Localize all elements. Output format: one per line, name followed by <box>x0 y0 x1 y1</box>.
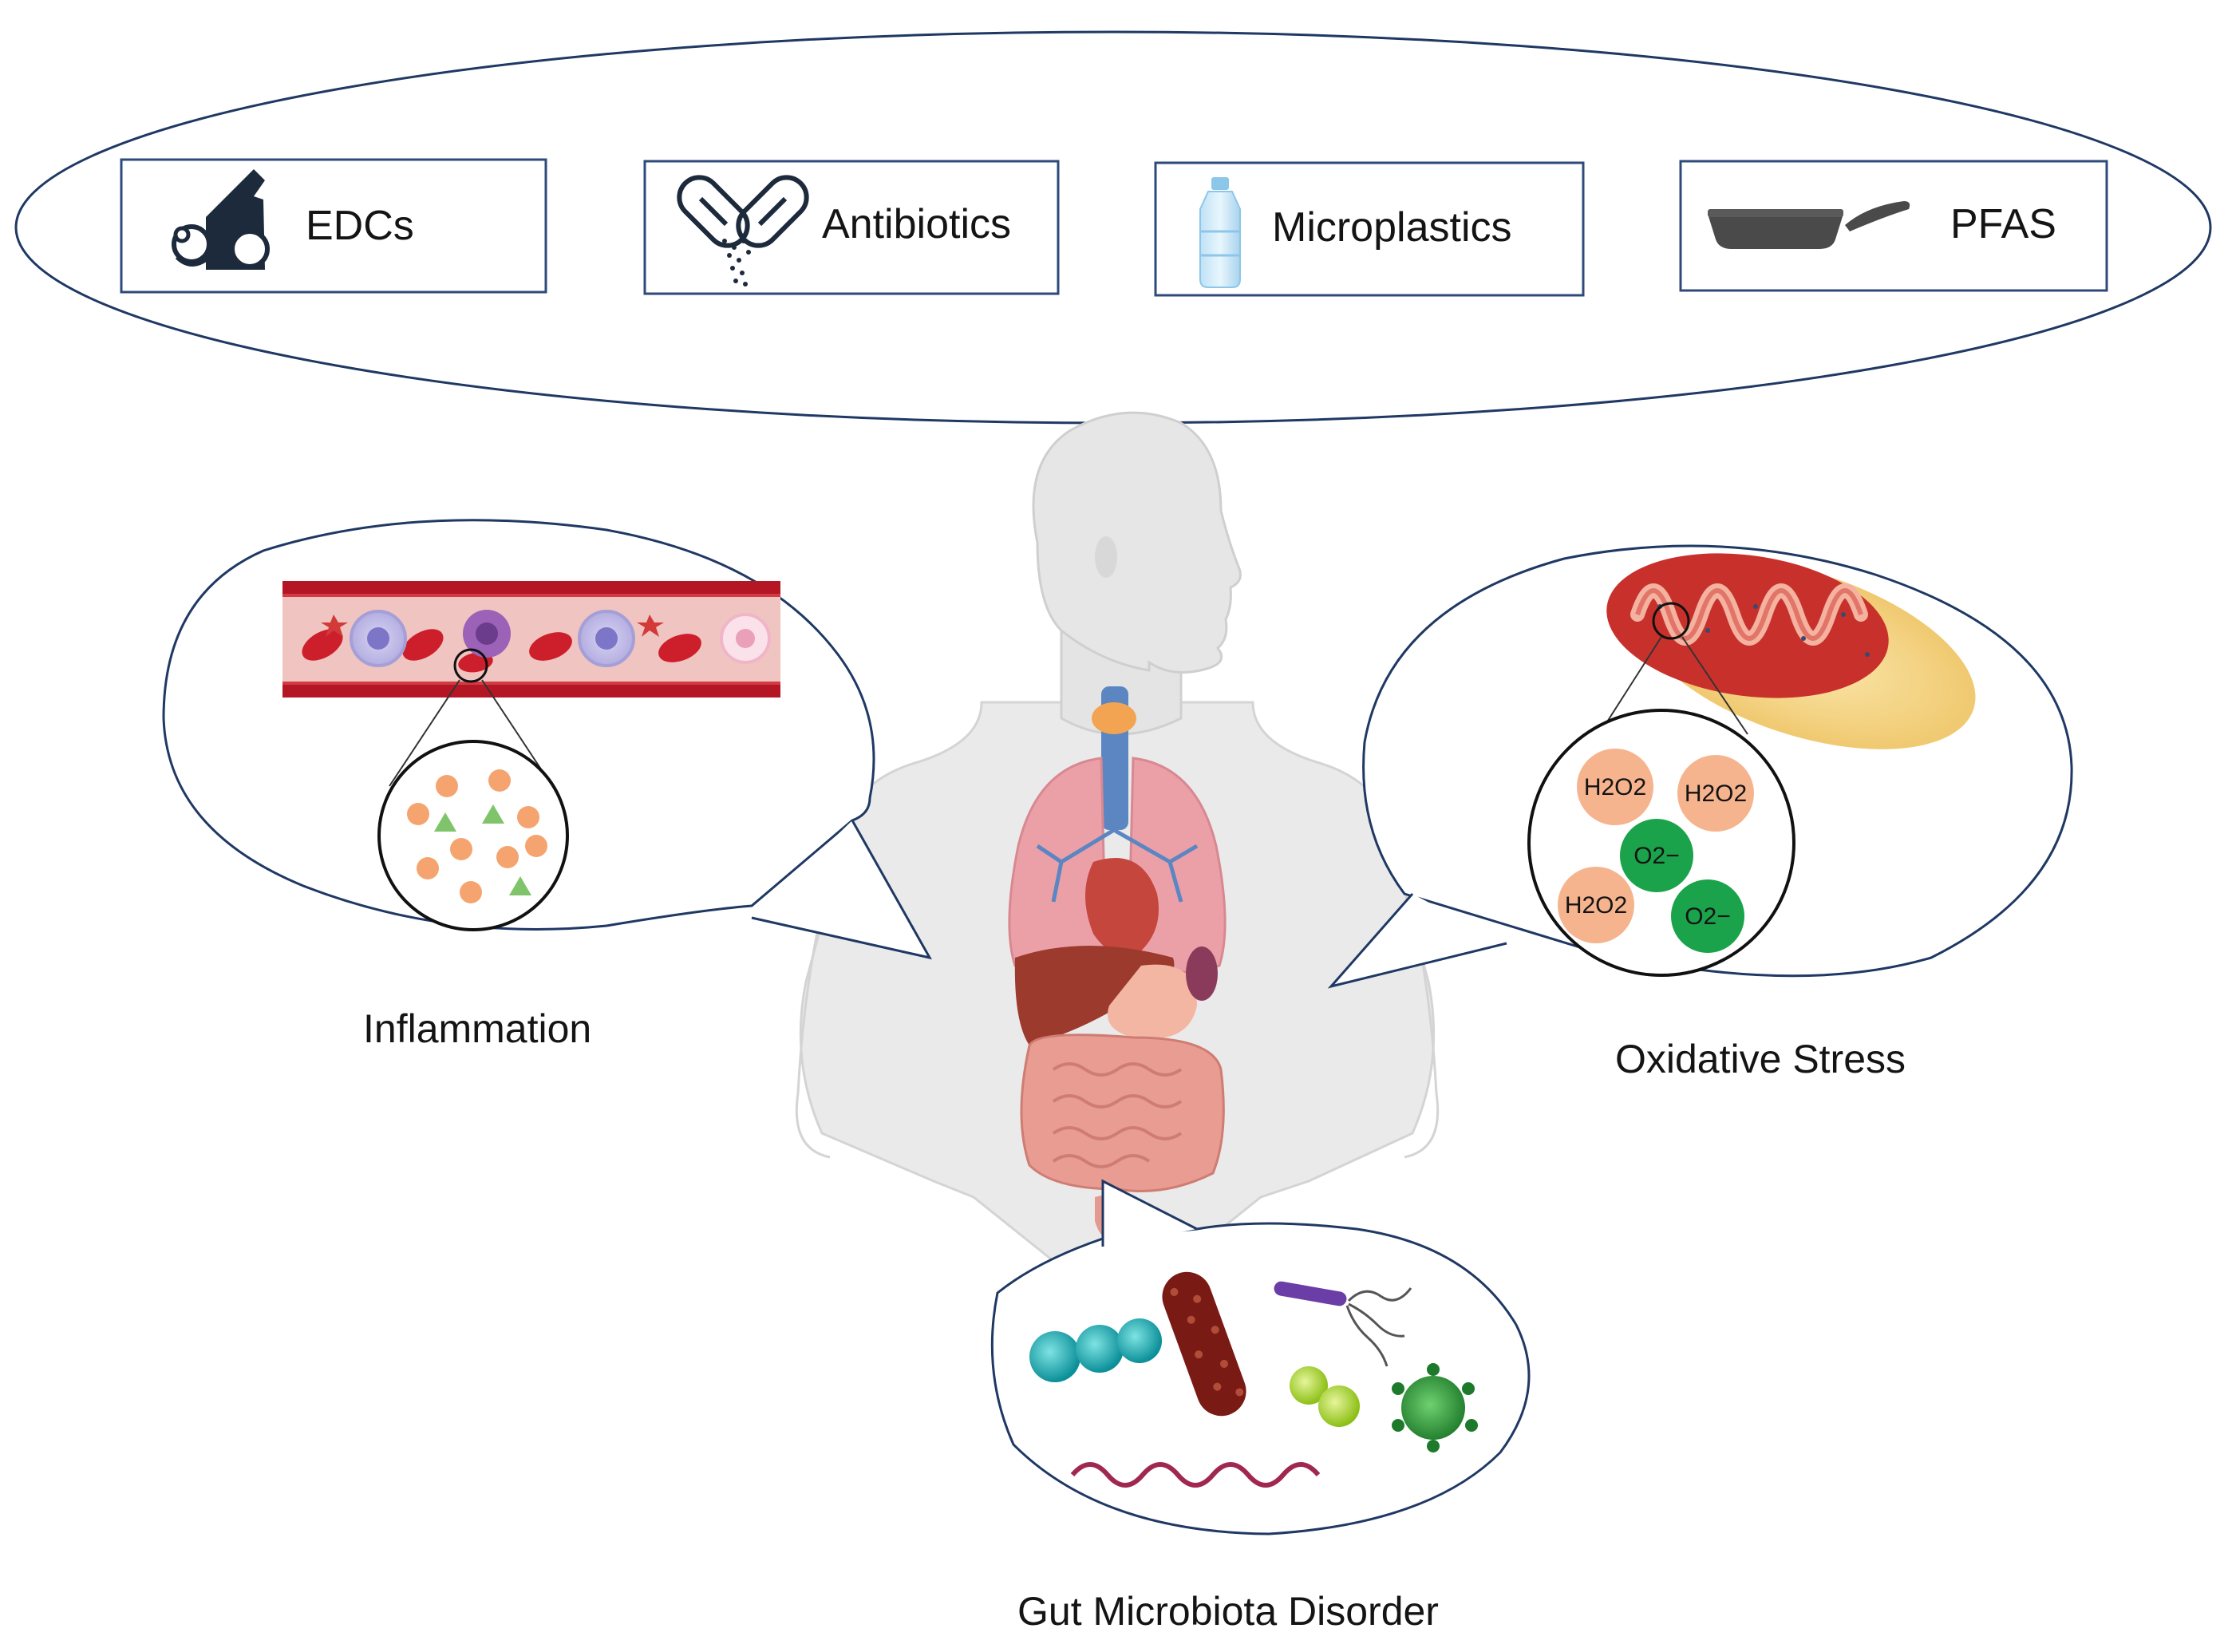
ros-molecule-2 <box>1677 755 1754 832</box>
ros-molecule-1 <box>1577 749 1653 825</box>
ros-label-3: O2− <box>1633 843 1680 869</box>
ros-label-1: H2O2 <box>1584 774 1646 800</box>
inflammation-panel: Inflammation <box>162 519 932 1051</box>
gut-microbiota-label: Gut Microbiota Disorder <box>1017 1589 1439 1634</box>
antibiotics-label: Antibiotics <box>822 201 1011 247</box>
bacteria-illustrations <box>1029 1271 1478 1488</box>
exposure-sources-group: EDCs Antibiotics <box>14 30 2212 425</box>
ros-molecule-3 <box>1620 819 1693 892</box>
blood-vessel <box>282 581 780 698</box>
antibiotics-box <box>643 160 1060 295</box>
microplastics-label: Microplastics <box>1272 204 1512 251</box>
plastic-bottle-icon <box>1199 177 1241 288</box>
edcs-card: EDCs <box>120 158 547 294</box>
pfas-card: PFAS <box>1679 160 2108 292</box>
ros-label-4: H2O2 <box>1565 892 1627 919</box>
ros-label-5: O2− <box>1685 903 1731 930</box>
microplastics-card: Microplastics <box>1154 161 1585 297</box>
antibiotics-card: Antibiotics <box>643 160 1060 295</box>
mitochondrion-illustration <box>1606 553 1976 749</box>
ros-molecule-4 <box>1558 867 1634 943</box>
cytokine-zoom-circle <box>377 740 569 931</box>
powder-dots-icon <box>722 239 751 287</box>
frying-pan-icon <box>1708 201 1910 249</box>
ros-molecule-5 <box>1671 879 1744 953</box>
oxidative-stress-panel: H2O2 H2O2 O2− H2O2 O2− Oxidative Stress <box>1327 544 2073 1081</box>
edcs-label: EDCs <box>306 203 414 249</box>
pfas-label: PFAS <box>1950 201 2056 247</box>
gut-microbiota-panel: Gut Microbiota Disorder <box>990 1179 1531 1634</box>
human-body-illustration <box>795 411 1440 1263</box>
ros-label-2: H2O2 <box>1685 781 1747 807</box>
pacifier-bottle-icon <box>172 169 270 270</box>
ros-zoom-circle: H2O2 H2O2 O2− H2O2 O2− <box>1527 709 1795 977</box>
inflammation-label: Inflammation <box>363 1006 591 1051</box>
oxidative-stress-label: Oxidative Stress <box>1615 1037 1906 1081</box>
